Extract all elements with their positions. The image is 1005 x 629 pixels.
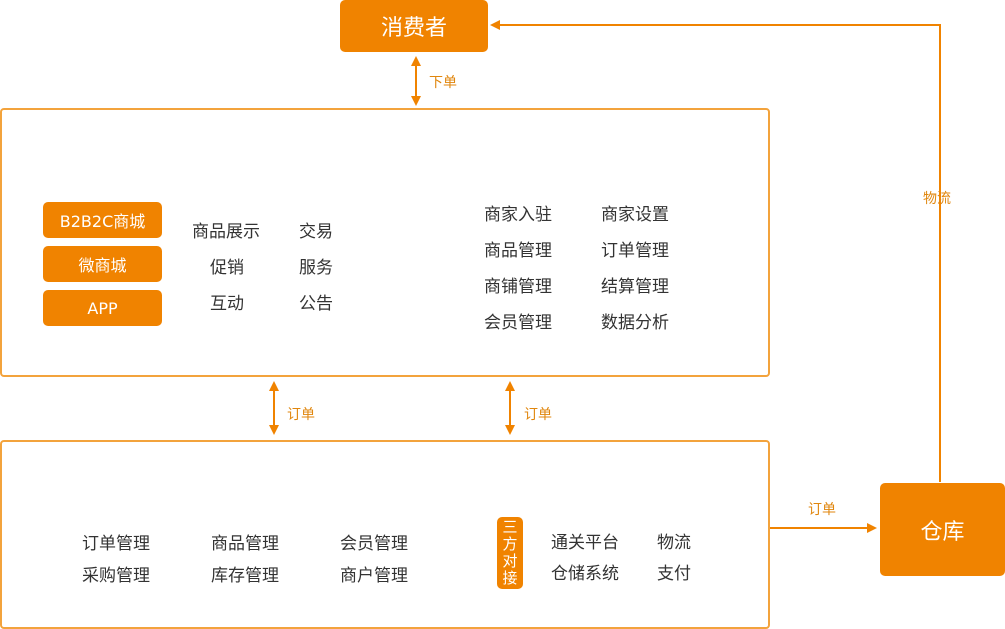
feature-item: 促销 bbox=[210, 258, 244, 278]
edge-label-order-warehouse: 订单 bbox=[808, 502, 836, 518]
backend-item: 商品管理 bbox=[211, 534, 279, 554]
merchant-item: 数据分析 bbox=[601, 313, 669, 333]
integration-item: 通关平台 bbox=[551, 533, 619, 553]
integration-item: 物流 bbox=[657, 533, 691, 553]
integration-tag-label: 三方对接 bbox=[502, 518, 518, 587]
backend-item: 库存管理 bbox=[211, 566, 279, 586]
merchant-item: 订单管理 bbox=[601, 241, 669, 261]
channel-label: B2B2C商城 bbox=[59, 212, 146, 231]
feature-item: 交易 bbox=[299, 222, 333, 242]
channel-label: APP bbox=[87, 298, 118, 318]
channel-micro-mall: 微商城 bbox=[43, 246, 162, 282]
feature-item: 公告 bbox=[299, 294, 333, 314]
backend-item: 订单管理 bbox=[82, 534, 150, 554]
integration-tag: 三方对接 bbox=[497, 517, 523, 589]
merchant-item: 商家设置 bbox=[601, 205, 669, 225]
edge-label-order-left: 订单 bbox=[287, 407, 315, 423]
merchant-item: 会员管理 bbox=[484, 313, 552, 333]
merchant-item: 商家入驻 bbox=[484, 205, 552, 225]
consumer-node: 消费者 bbox=[340, 0, 488, 52]
backend-item: 采购管理 bbox=[82, 566, 150, 586]
feature-item: 商品展示 bbox=[192, 222, 260, 242]
feature-item: 服务 bbox=[299, 258, 333, 278]
frontend-panel bbox=[0, 108, 770, 377]
edge-label-order-right: 订单 bbox=[524, 407, 552, 423]
warehouse-label: 仓库 bbox=[920, 519, 965, 545]
warehouse-node: 仓库 bbox=[880, 483, 1005, 576]
merchant-item: 商铺管理 bbox=[484, 277, 552, 297]
feature-item: 互动 bbox=[210, 294, 244, 314]
backend-item: 商户管理 bbox=[340, 566, 408, 586]
merchant-item: 结算管理 bbox=[601, 277, 669, 297]
integration-item: 支付 bbox=[657, 564, 691, 584]
merchant-item: 商品管理 bbox=[484, 241, 552, 261]
channel-label: 微商城 bbox=[78, 256, 127, 275]
consumer-label: 消费者 bbox=[380, 16, 447, 41]
integration-item: 仓储系统 bbox=[551, 564, 619, 584]
arrow-logistics bbox=[490, 20, 941, 482]
channel-b2b2c: B2B2C商城 bbox=[43, 202, 162, 238]
backend-panel bbox=[0, 440, 770, 629]
backend-item: 会员管理 bbox=[340, 534, 408, 554]
edge-label-logistics: 物流 bbox=[923, 191, 951, 207]
edge-label-place-order: 下单 bbox=[429, 75, 457, 91]
channel-app: APP bbox=[43, 290, 162, 326]
